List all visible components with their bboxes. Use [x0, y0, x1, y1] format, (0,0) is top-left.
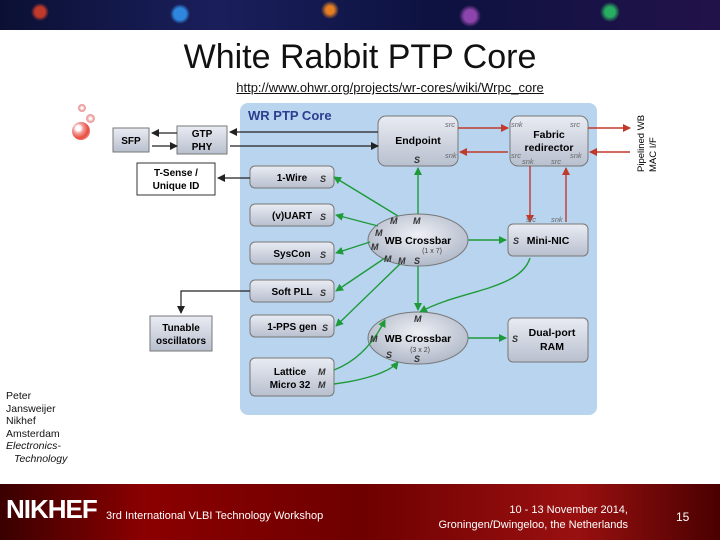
port-m: M	[398, 256, 406, 266]
tsense-label-line2: Unique ID	[153, 181, 200, 192]
port-s: S	[414, 155, 420, 165]
crossbar2-sub: (3 x 2)	[410, 347, 430, 354]
port-s: S	[320, 288, 326, 298]
mini-nic-block	[507, 223, 589, 257]
syscon-label: SysCon	[273, 249, 310, 260]
decorative-bubble-small	[78, 104, 86, 112]
mininic-label: Mini-NIC	[527, 235, 570, 247]
lattice-micro32-block	[249, 357, 335, 397]
crossbar1-label: WB Crossbar	[385, 235, 452, 247]
port-m: M	[371, 242, 379, 252]
container-title: WR PTP Core	[248, 108, 332, 123]
port-s: S	[414, 354, 420, 364]
crossbar1-sub: (1 x 7)	[422, 248, 442, 255]
port-src: src	[511, 151, 521, 160]
port-s: S	[322, 323, 328, 333]
footer-banner	[0, 484, 720, 540]
arrow-lattice-to-crossbar2-a	[333, 319, 386, 371]
vuart-block	[249, 203, 335, 227]
softpll-label: Soft PLL	[271, 287, 312, 298]
author-line: Nikhef	[6, 415, 36, 427]
pps-label: 1-PPS gen	[267, 322, 316, 333]
nikhef-logo: NIKHEF	[6, 494, 98, 524]
onewire-label: 1-Wire	[277, 173, 308, 184]
port-m: M	[384, 254, 392, 264]
port-src: src	[526, 215, 536, 224]
author-info: Peter Jansweijer Nikhef Amsterdam Electr…	[6, 390, 67, 465]
fabric-redirector-block	[509, 115, 589, 167]
pps-gen-block	[249, 314, 335, 338]
tsense-label-line1: T-Sense /	[154, 168, 198, 179]
gtp-label-line2: PHY	[192, 142, 213, 153]
arrow-crossbar-to-softpll	[335, 257, 386, 292]
port-src: src	[551, 157, 561, 166]
port-snk: snk	[445, 151, 458, 160]
gtp-phy-block	[176, 125, 228, 155]
pipelined-label-line2: MAC I/F	[648, 137, 659, 172]
arrow-softpll-to-oscillators	[177, 290, 250, 314]
decorative-bubble-large	[72, 122, 90, 140]
port-s: S	[320, 174, 326, 184]
gtp-label-line1: GTP	[192, 129, 213, 140]
port-m: M	[413, 216, 421, 226]
port-src: src	[570, 120, 580, 129]
footer-date: 10 - 13 November 2014,	[509, 504, 628, 516]
footer-event: 3rd International VLBI Technology Worksh…	[106, 510, 324, 522]
port-s: S	[512, 334, 518, 344]
tunable-label-line1: Tunable	[162, 323, 200, 334]
sfp-block	[112, 127, 150, 153]
fabric-label-line1: Fabric	[533, 129, 565, 141]
port-m: M	[390, 216, 398, 226]
port-snk: snk	[522, 157, 535, 166]
author-line: Amsterdam	[6, 427, 60, 440]
port-s: S	[513, 236, 519, 246]
port-m: M	[375, 228, 383, 238]
arrow-crossbar-to-ppsgen	[335, 263, 401, 327]
sfp-label: SFP	[121, 136, 141, 147]
arrow-crossbar-to-syscon	[335, 241, 371, 255]
tunable-oscillators-block	[149, 315, 213, 352]
endpoint-label: Endpoint	[395, 135, 441, 147]
port-snk: snk	[570, 151, 583, 160]
author-line: Jansweijer	[6, 402, 56, 415]
lattice-label-line2: Micro 32	[270, 380, 311, 391]
port-m: M	[370, 334, 378, 344]
project-link[interactable]: http://www.ohwr.org/projects/wr-cores/wi…	[236, 80, 544, 95]
arrow-crossbar-to-vuart	[335, 212, 379, 227]
port-snk: snk	[551, 215, 564, 224]
endpoint-block	[377, 115, 459, 167]
header-banner	[0, 0, 720, 30]
dual-port-ram-block	[507, 317, 589, 363]
pipelined-label-line1: Pipelined WB	[636, 115, 647, 172]
author-dept: Electronics-	[6, 440, 61, 452]
port-s: S	[414, 256, 420, 266]
slide-title: White Rabbit PTP Core	[183, 38, 537, 76]
port-src: src	[445, 120, 455, 129]
tsense-block	[136, 162, 216, 196]
port-s: S	[320, 250, 326, 260]
port-m: M	[318, 380, 326, 390]
fabric-label-line2: redirector	[524, 142, 573, 154]
port-s: S	[320, 212, 326, 222]
port-snk: snk	[511, 120, 524, 129]
port-m: M	[414, 314, 422, 324]
arrow-lattice-to-crossbar2-b	[333, 361, 399, 385]
vuart-label: (v)UART	[272, 211, 312, 222]
syscon-block	[249, 241, 335, 265]
dpram-label-line2: RAM	[540, 341, 564, 353]
lattice-label-line1: Lattice	[274, 367, 307, 378]
crossbar2-label: WB Crossbar	[385, 333, 452, 345]
dpram-label-line1: Dual-port	[529, 327, 576, 339]
decorative-bubble-medium	[86, 114, 95, 123]
arrow-crossbar-to-onewire	[333, 176, 399, 217]
arrow-mininic-to-crossbar2	[419, 257, 531, 313]
port-s: S	[386, 350, 392, 360]
footer-place: Groningen/Dwingeloo, the Netherlands	[438, 519, 628, 531]
tunable-label-line2: oscillators	[156, 336, 206, 347]
author-dept: Technology	[14, 452, 68, 465]
author-line: Peter	[6, 390, 32, 402]
port-m: M	[318, 367, 326, 377]
page-number: 15	[676, 510, 690, 524]
